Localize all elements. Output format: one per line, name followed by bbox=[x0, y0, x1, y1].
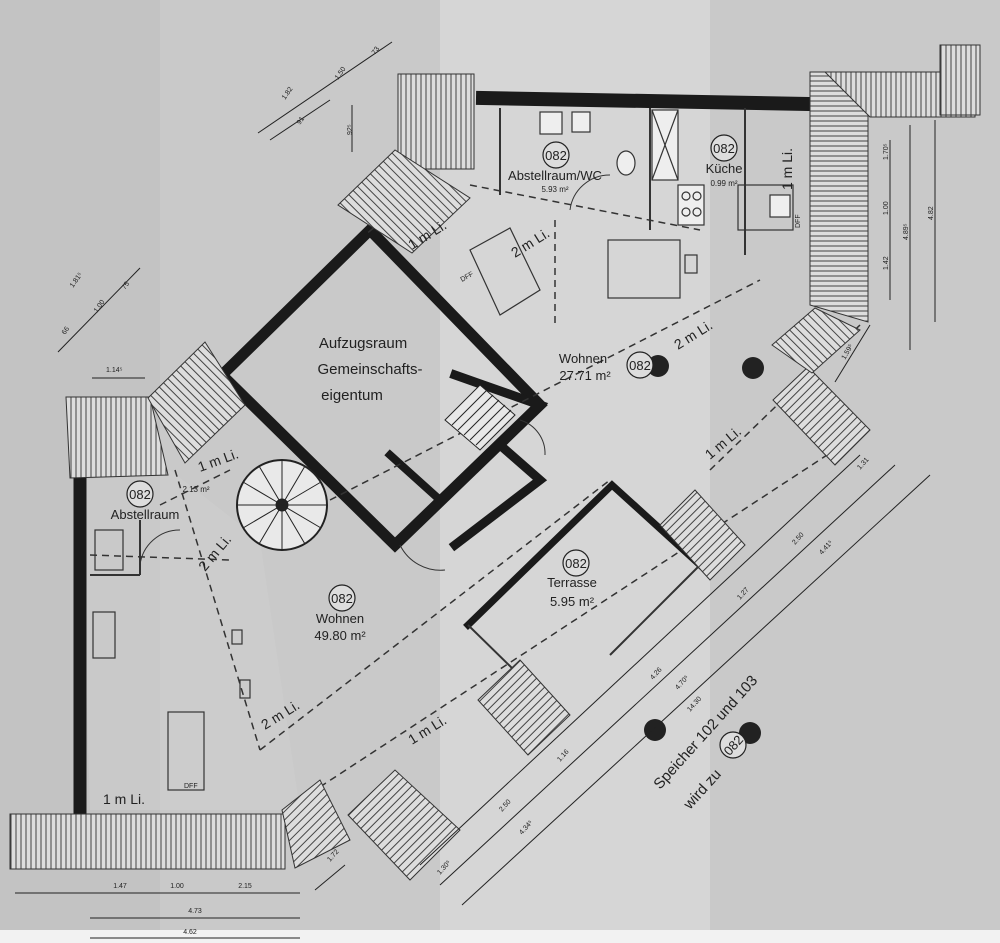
dim-label: 1.00 bbox=[883, 201, 890, 215]
wall-stair-core bbox=[448, 369, 549, 552]
dim-label: 1.00 bbox=[170, 883, 184, 890]
room-name: Abstellraum/WC bbox=[508, 168, 602, 183]
dimension-lines bbox=[15, 41, 936, 939]
dim-label: 4.73 bbox=[188, 908, 202, 915]
room-name-line: Gemeinschafts- bbox=[317, 361, 422, 378]
column-2 bbox=[742, 357, 764, 379]
doors bbox=[139, 174, 611, 571]
room-number-circle bbox=[328, 584, 356, 612]
room-area: 2.13 m² bbox=[182, 485, 209, 494]
stove bbox=[677, 184, 705, 226]
dim-label: 1.70⁵ bbox=[883, 143, 890, 160]
column-3 bbox=[644, 719, 666, 741]
stairs bbox=[444, 384, 516, 451]
dim-label: 1.47 bbox=[113, 883, 127, 890]
room-name: Abstellraum bbox=[111, 507, 180, 522]
room-number-circle bbox=[126, 480, 154, 508]
window-left bbox=[147, 341, 246, 464]
counter bbox=[607, 239, 681, 299]
room-area: 49.80 m² bbox=[314, 628, 366, 643]
dim-label: 1.42 bbox=[883, 256, 890, 270]
roof-windows bbox=[9, 44, 981, 881]
dim-label: 2.15 bbox=[238, 883, 252, 890]
dim-label: 92⁵ bbox=[347, 124, 354, 135]
kitchen-unit bbox=[737, 184, 794, 231]
toilet bbox=[616, 150, 636, 176]
dff-label: DFF bbox=[184, 783, 198, 790]
room-area: 5.93 m² bbox=[541, 185, 568, 194]
room-number-circle bbox=[542, 141, 570, 169]
dormer-bottom bbox=[347, 769, 461, 881]
spiral-staircase bbox=[236, 459, 328, 551]
dormer-top-right bbox=[823, 71, 976, 118]
room-name: Wohnen bbox=[316, 611, 364, 626]
room-number-circle bbox=[626, 351, 654, 379]
dim-label: 73 bbox=[371, 46, 381, 56]
dormer-east bbox=[772, 366, 871, 466]
dormer-right bbox=[809, 71, 869, 323]
dim-label: 1.14⁵ bbox=[106, 367, 123, 374]
room-number: 082 bbox=[545, 148, 567, 163]
room-area: 5.95 m² bbox=[550, 594, 595, 609]
roof-bottom-left bbox=[9, 813, 286, 870]
room-area: 0.99 m² bbox=[710, 179, 737, 188]
height-label: 1 m Li. bbox=[103, 791, 145, 807]
room-number-circle bbox=[719, 731, 747, 759]
room-number-circle bbox=[562, 549, 590, 577]
wall-aufzug bbox=[214, 222, 548, 553]
dormer-left bbox=[65, 396, 169, 479]
dim-label: 4.89⁵ bbox=[903, 223, 910, 240]
dim-label: 4.82 bbox=[928, 206, 935, 220]
window-east bbox=[771, 307, 861, 374]
dim-label: 66 bbox=[61, 326, 71, 336]
room-name: Terrasse bbox=[547, 575, 597, 590]
room-number: 082 bbox=[713, 141, 735, 156]
roof-window-frame-top bbox=[469, 227, 541, 316]
dim-label: 91 bbox=[296, 116, 306, 126]
window-terrace-sw bbox=[477, 659, 571, 756]
dim-label: 4.62 bbox=[183, 929, 197, 936]
room-area: 27.71 m² bbox=[559, 368, 611, 383]
window-terrace-ne bbox=[659, 489, 746, 581]
room-name-line: eigentum bbox=[321, 387, 383, 404]
dff-label: DFF bbox=[795, 214, 802, 228]
paper-bottom-edge bbox=[0, 930, 1000, 943]
room-labels: 082 Abstellraum/WC 5.93 m² 082 Küche 0.9… bbox=[111, 134, 743, 643]
washbasin bbox=[539, 111, 563, 135]
roof-window-frame bbox=[167, 711, 205, 791]
room-name: Wohnen bbox=[559, 351, 607, 366]
dim-label: 75 bbox=[121, 281, 131, 291]
room-number: 082 bbox=[629, 358, 651, 373]
shelf bbox=[571, 111, 591, 133]
room-number: 082 bbox=[129, 487, 151, 502]
fixtures bbox=[92, 109, 794, 791]
dormer-nw bbox=[337, 149, 471, 254]
room-number: 082 bbox=[565, 556, 587, 571]
height-label: 1 m Li. bbox=[779, 148, 795, 190]
room-name-line: Aufzugsraum bbox=[319, 335, 407, 352]
room-number: 082 bbox=[331, 591, 353, 606]
floor-area bbox=[80, 470, 300, 810]
dormer-top bbox=[397, 73, 475, 170]
wall-terrace bbox=[463, 480, 705, 630]
room-number-circle bbox=[710, 134, 738, 162]
wall-top bbox=[475, 90, 816, 112]
room-name: Küche bbox=[706, 161, 743, 176]
window-bottom bbox=[281, 779, 351, 869]
